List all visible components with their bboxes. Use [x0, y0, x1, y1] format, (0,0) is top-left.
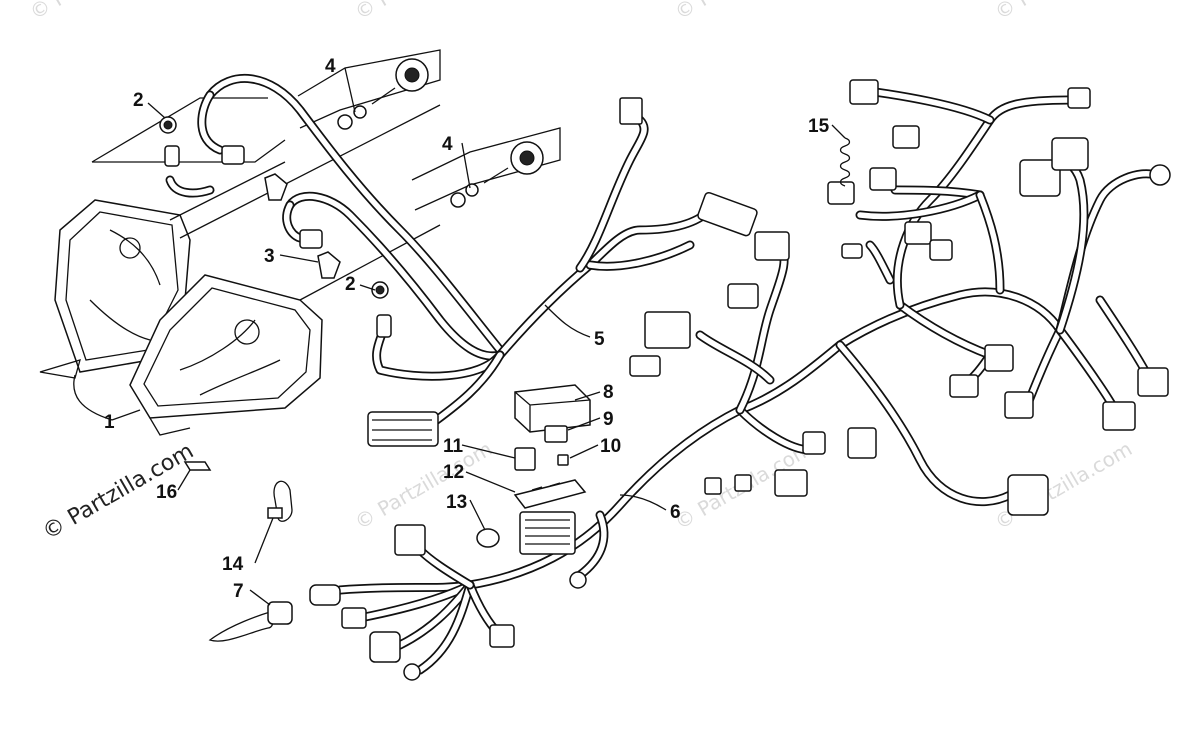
watermark-tile: © Partzilla.com: [991, 0, 1137, 24]
aim-adjuster-upper: [337, 58, 429, 130]
mounting-pad: [183, 461, 212, 471]
callout-11: 11: [443, 436, 464, 457]
headlight-connector: [221, 145, 245, 165]
callout-12: 12: [443, 462, 464, 483]
watermark-tile: © Partzilla.com: [351, 436, 497, 534]
bulb-socket-core: [375, 285, 385, 295]
fuse-relay-group: [476, 384, 591, 548]
callout-3: 3: [264, 246, 275, 267]
headlight-connector: [299, 229, 323, 249]
headlight-harness-main-plug: [367, 411, 439, 447]
callout-4: 4: [325, 56, 336, 77]
callout-7: 7: [233, 581, 244, 602]
wire-band: [208, 611, 275, 642]
headlight-harness-plug: [697, 191, 758, 237]
callout-9: 9: [603, 409, 614, 430]
watermark-tile: © Partzilla.com: [26, 0, 172, 24]
coil-spring: [839, 137, 851, 187]
leader-lines: [73, 67, 846, 606]
callout-1: 1: [104, 412, 115, 433]
aim-adjuster-lower: [450, 141, 544, 208]
wire-band-sleeve: [267, 601, 293, 625]
bulb-socket-connector: [376, 314, 392, 338]
bulb-socket-connector: [164, 145, 180, 167]
cable-tie-head: [267, 507, 283, 519]
main-harness-connectors: [309, 79, 1171, 681]
callout-2: 2: [345, 274, 356, 295]
callout-8: 8: [603, 382, 614, 403]
callout-14: 14: [222, 554, 244, 575]
watermark-tile: © Partzilla.com: [351, 0, 497, 24]
harness-end-connector: [619, 97, 643, 125]
headlight-bulb: [317, 251, 341, 279]
callout-6: 6: [670, 502, 681, 523]
headlight-assembly-right: [129, 274, 323, 436]
callout-5: 5: [594, 329, 605, 350]
callout-2: 2: [133, 90, 144, 111]
callout-10: 10: [600, 436, 621, 457]
callout-13: 13: [446, 492, 467, 513]
headlight-bulb: [264, 173, 288, 201]
callout-4: 4: [442, 134, 453, 155]
callout-15: 15: [808, 116, 830, 137]
callout-16: 16: [156, 482, 177, 503]
watermark-tile: © Partzilla.com: [671, 0, 817, 24]
bulb-socket-core: [163, 120, 173, 130]
main-wiring-harness: [335, 85, 1160, 675]
cable-tie: [273, 480, 293, 522]
